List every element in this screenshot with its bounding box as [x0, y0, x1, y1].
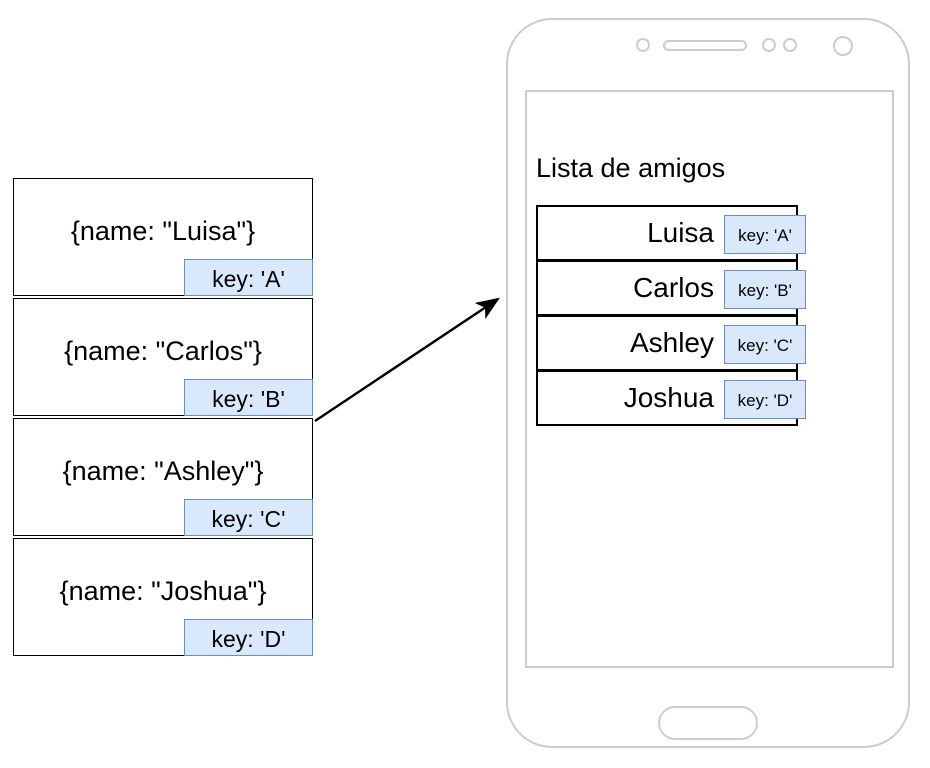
- key-badge: key: 'B': [184, 379, 313, 416]
- data-object-label: {name: "Ashley"}: [62, 456, 264, 486]
- key-badge: key: 'C': [724, 325, 806, 364]
- friend-list: Luisa key: 'A' Carlos key: 'B' Ashley ke…: [536, 205, 806, 429]
- phone-mockup: Lista de amigos Luisa key: 'A' Carlos ke…: [506, 18, 912, 752]
- key-badge: key: 'A': [724, 215, 806, 254]
- friend-name: Carlos: [633, 272, 714, 303]
- key-badge: key: 'D': [184, 619, 313, 656]
- data-object-card: {name: "Luisa"} key: 'A': [13, 178, 313, 296]
- friend-name: Ashley: [629, 327, 714, 358]
- key-badge: key: 'D': [724, 380, 806, 419]
- key-badge: key: 'A': [184, 259, 313, 296]
- earpiece-speaker-icon: [663, 40, 747, 51]
- home-button[interactable]: [658, 706, 758, 740]
- data-object-label: {name: "Joshua"}: [59, 576, 267, 606]
- light-sensor-icon: [762, 38, 776, 52]
- phone-screen: Lista de amigos Luisa key: 'A' Carlos ke…: [525, 90, 894, 668]
- friend-name: Luisa: [647, 217, 714, 248]
- data-object-label: {name: "Carlos"}: [64, 336, 262, 366]
- page-title: Lista de amigos: [536, 153, 726, 183]
- key-badge: key: 'B': [724, 270, 806, 309]
- data-object-card: {name: "Carlos"} key: 'B': [13, 298, 313, 416]
- data-object-card: {name: "Joshua"} key: 'D': [13, 538, 313, 656]
- key-badge: key: 'C': [184, 499, 313, 536]
- list-item[interactable]: Joshua key: 'D': [536, 370, 806, 426]
- led-indicator-icon: [783, 38, 797, 52]
- data-object-list: {name: "Luisa"} key: 'A' {name: "Carlos"…: [13, 178, 315, 658]
- data-object-label: {name: "Luisa"}: [70, 216, 256, 246]
- list-item[interactable]: Carlos key: 'B': [536, 260, 806, 316]
- proximity-sensor-icon: [636, 38, 650, 52]
- list-item[interactable]: Luisa key: 'A': [536, 205, 806, 261]
- front-camera-icon: [833, 36, 853, 56]
- list-item[interactable]: Ashley key: 'C': [536, 315, 806, 371]
- friend-name: Joshua: [623, 382, 714, 413]
- data-object-card: {name: "Ashley"} key: 'C': [13, 418, 313, 536]
- flow-arrow-icon: [314, 297, 500, 422]
